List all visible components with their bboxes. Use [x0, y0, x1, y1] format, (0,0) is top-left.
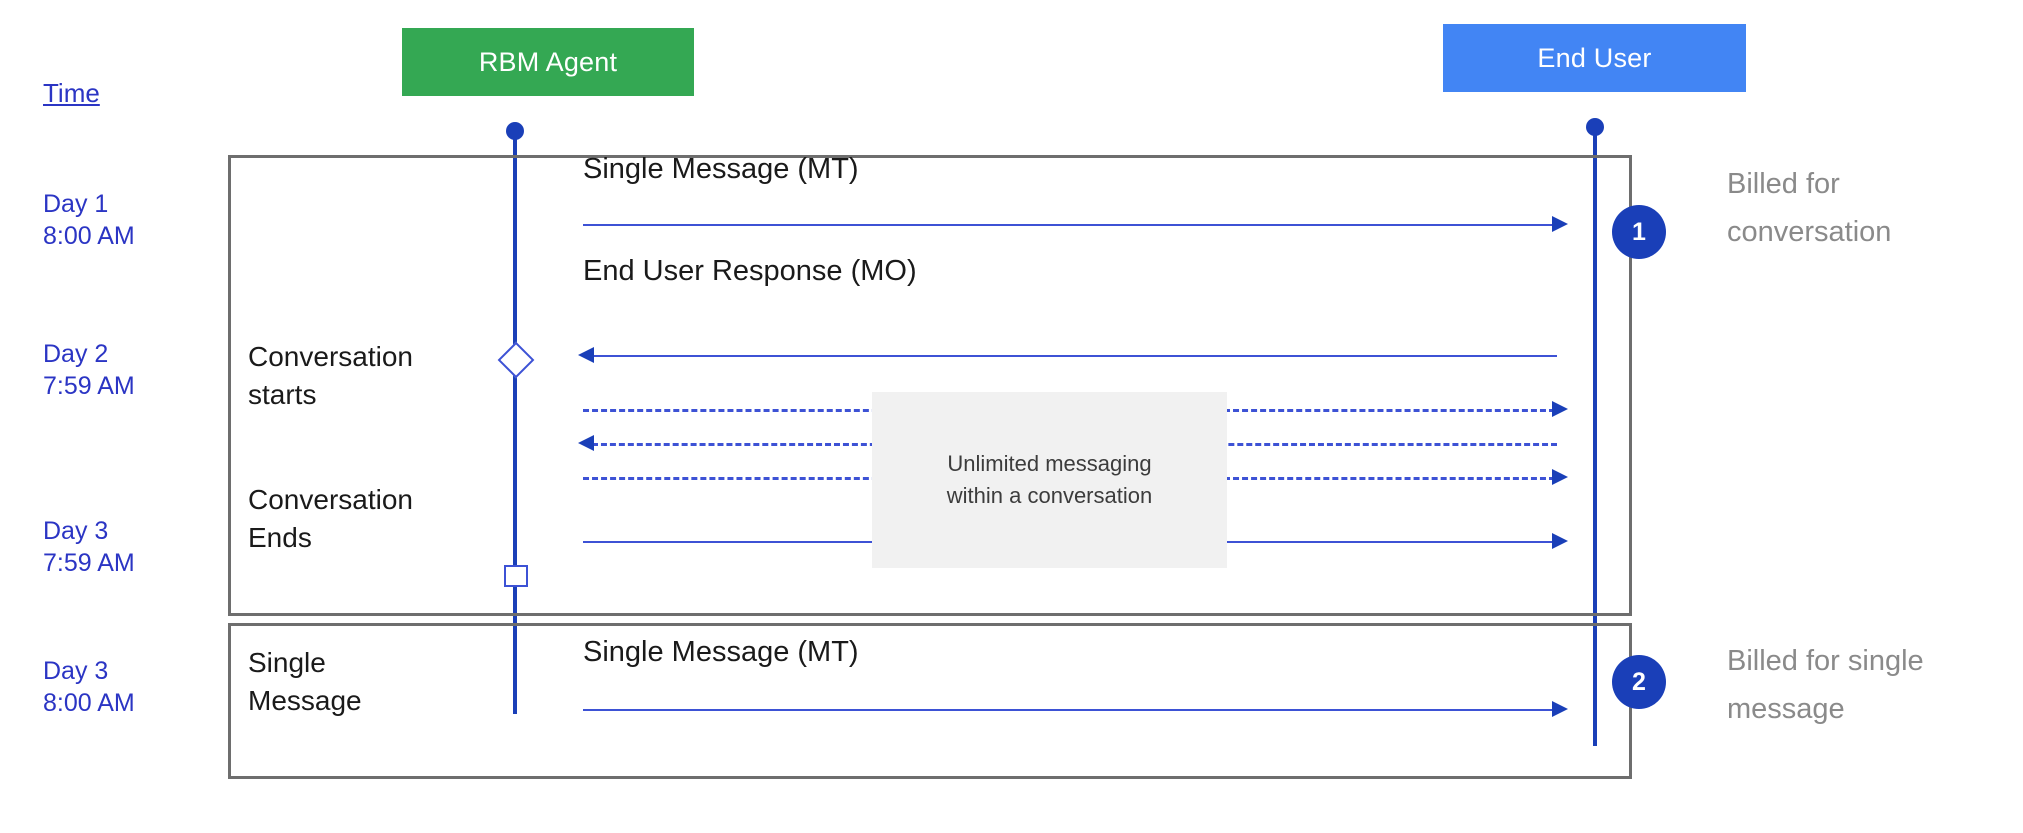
- actor-rbm-agent-label: RBM Agent: [478, 46, 618, 77]
- frame-single-message: [228, 623, 1632, 779]
- billing-badge-2[interactable]: 2: [1612, 655, 1666, 709]
- arrow-head-conversation-final-icon: [1552, 533, 1568, 549]
- note-conversation-starts: Conversation starts: [248, 341, 413, 410]
- arrow-line-mt-first: [583, 224, 1555, 226]
- message-label-single-message-mt-second: Single Message (MT): [583, 636, 859, 668]
- actor-end-user[interactable]: End User: [1443, 24, 1746, 92]
- billing-text-conversation: Billed for conversation: [1727, 168, 1892, 248]
- frame-conversation: [228, 155, 1632, 616]
- arrow-head-unlimited-outbound-1-icon: [1552, 401, 1568, 417]
- arrow-head-mt-single-icon: [1552, 701, 1568, 717]
- time-label-day1: Day 1 8:00 AM: [43, 190, 135, 250]
- conversation-end-square-icon: [504, 565, 528, 587]
- billing-badge-1-number: 1: [1632, 217, 1646, 246]
- arrow-head-mo-response-icon: [578, 347, 594, 363]
- time-column-heading: Time: [43, 78, 100, 108]
- actor-end-user-label: End User: [1537, 42, 1652, 73]
- arrow-head-unlimited-inbound-1-icon: [578, 435, 594, 451]
- billing-text-single-message: Billed for single message: [1727, 645, 1924, 725]
- note-single-message: Single Message: [248, 647, 362, 716]
- arrow-line-mt-single: [583, 709, 1555, 711]
- time-label-day2: Day 2 7:59 AM: [43, 340, 135, 400]
- message-label-single-message-mt-first: Single Message (MT): [583, 153, 859, 185]
- lifeline-agent: [513, 136, 517, 714]
- arrow-head-mt-first-icon: [1552, 216, 1568, 232]
- callout-unlimited-messaging-text: Unlimited messaging within a conversatio…: [946, 451, 1153, 508]
- time-label-day3-single-message: Day 3 8:00 AM: [43, 657, 135, 717]
- lifeline-head-agent-icon: [506, 122, 524, 140]
- callout-unlimited-messaging: Unlimited messaging within a conversatio…: [872, 392, 1227, 568]
- arrow-line-mo-response: [592, 355, 1557, 357]
- billing-badge-2-number: 2: [1632, 667, 1646, 696]
- message-label-end-user-response-mo: End User Response (MO): [583, 255, 917, 287]
- note-conversation-ends: Conversation Ends: [248, 484, 413, 553]
- lifeline-user: [1593, 132, 1597, 746]
- time-label-day3-conversation-end: Day 3 7:59 AM: [43, 517, 135, 577]
- lifeline-head-user-icon: [1586, 118, 1604, 136]
- billing-badge-1[interactable]: 1: [1612, 205, 1666, 259]
- actor-rbm-agent[interactable]: RBM Agent: [402, 28, 694, 96]
- arrow-head-unlimited-outbound-2-icon: [1552, 469, 1568, 485]
